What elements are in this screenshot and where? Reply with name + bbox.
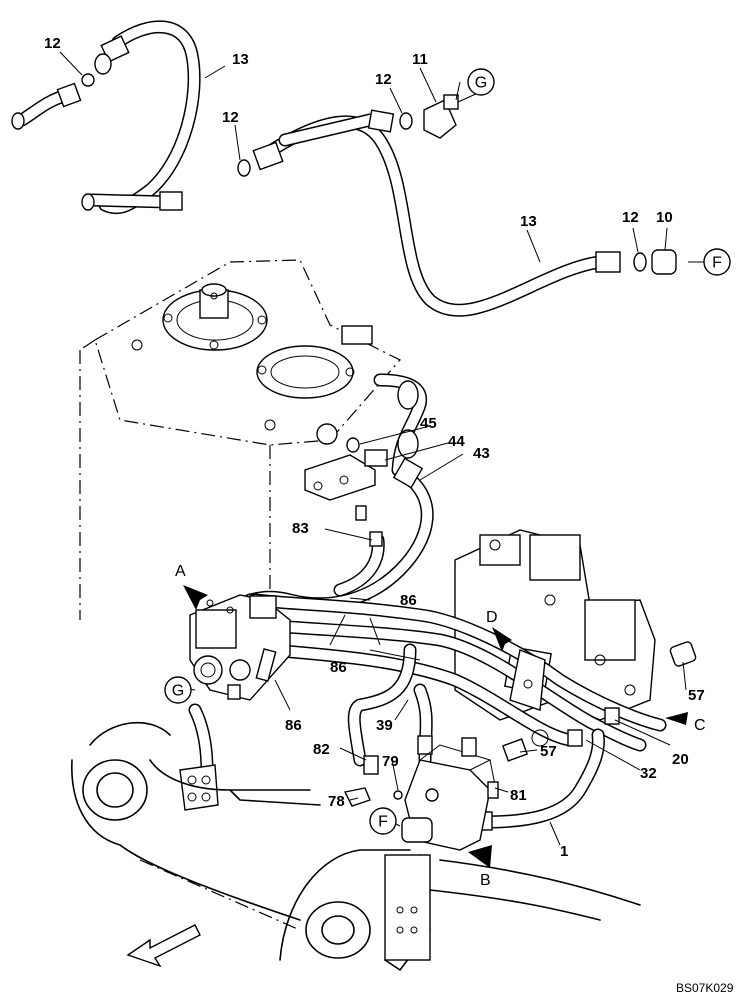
callout-11: 11: [412, 51, 428, 68]
drawing-code: BS07K029: [676, 981, 734, 995]
callout-86: 86: [285, 717, 302, 734]
view-label-D: D: [486, 609, 498, 626]
upper-left-elbow: [11, 53, 112, 130]
tank-top-cover: [162, 283, 268, 351]
solenoid-valve-block: [401, 737, 499, 851]
callout-1: 1: [560, 843, 568, 860]
line-to-G: [179, 703, 219, 811]
hose-83: [333, 505, 385, 597]
connection-mark-F-bottom: F: [369, 807, 397, 835]
tank-suction-cover: [256, 345, 355, 399]
hose-bundle: [248, 593, 667, 752]
front-direction-arrow: [126, 924, 201, 968]
view-arrow-C: [665, 712, 688, 725]
o-ring-79: [393, 790, 403, 800]
fitting-32: [567, 729, 583, 747]
pilot-valve-assembly: [189, 594, 291, 701]
view-label-A: A: [175, 563, 186, 580]
corrugated-return-hose: [373, 373, 428, 477]
callout-79: 79: [382, 753, 399, 770]
svg-text:F: F: [712, 255, 722, 272]
callout-32: 32: [640, 765, 657, 782]
view-label-C: C: [694, 717, 706, 734]
callout-86: 86: [400, 592, 417, 609]
valve-block: [304, 454, 376, 501]
callout-13: 13: [232, 51, 249, 68]
callout-12: 12: [375, 71, 392, 88]
callout-57: 57: [540, 743, 557, 760]
upper-hose-13-left: [81, 20, 201, 215]
leader-lines: [59, 51, 710, 846]
svg-text:G: G: [172, 683, 184, 700]
fitting-20: [604, 707, 620, 725]
callout-12: 12: [44, 35, 61, 52]
hydraulic-tank-outline: [79, 259, 401, 620]
connection-mark-F-right: F: [703, 248, 731, 276]
callout-numbers: 12 13 12 11 12 13 12 10 45 44 43 83 86 8…: [44, 35, 705, 860]
callout-45: 45: [420, 415, 437, 432]
callout-10: 10: [656, 209, 673, 226]
fitting-44: [364, 449, 388, 467]
valve-port: [531, 729, 549, 747]
callout-12: 12: [222, 109, 239, 126]
view-arrow-B: [468, 845, 492, 868]
callout-44: 44: [448, 433, 465, 450]
callout-12: 12: [622, 209, 639, 226]
view-letters: A D C B: [175, 563, 706, 889]
o-ring-12: [237, 159, 251, 177]
o-ring-45: [346, 437, 360, 453]
view-arrow-D: [492, 627, 512, 652]
machine-frame: [71, 721, 641, 971]
plug-57-lower: [501, 738, 529, 762]
callout-13: 13: [520, 213, 537, 230]
view-label-B: B: [480, 872, 491, 889]
svg-text:F: F: [378, 814, 388, 831]
callout-20: 20: [672, 751, 689, 768]
view-arrow-A: [183, 585, 208, 610]
elbow-78: [343, 787, 371, 807]
callout-57: 57: [688, 687, 705, 704]
callout-43: 43: [473, 445, 490, 462]
callout-86: 86: [330, 659, 347, 676]
callout-82: 82: [313, 741, 330, 758]
svg-text:G: G: [475, 75, 487, 92]
connection-mark-G-top: G: [467, 68, 495, 96]
tank-boss: [341, 325, 373, 345]
callout-83: 83: [292, 520, 309, 537]
connection-mark-G-left: G: [164, 676, 192, 704]
callout-81: 81: [510, 787, 527, 804]
callout-78: 78: [328, 793, 345, 810]
plug-57: [669, 641, 697, 667]
fitting-45-housing: [316, 423, 338, 445]
elbow-fitting-11: [399, 94, 459, 139]
upper-hose-13-right: [252, 109, 677, 317]
hose-39: [347, 643, 433, 775]
callout-39: 39: [376, 717, 393, 734]
